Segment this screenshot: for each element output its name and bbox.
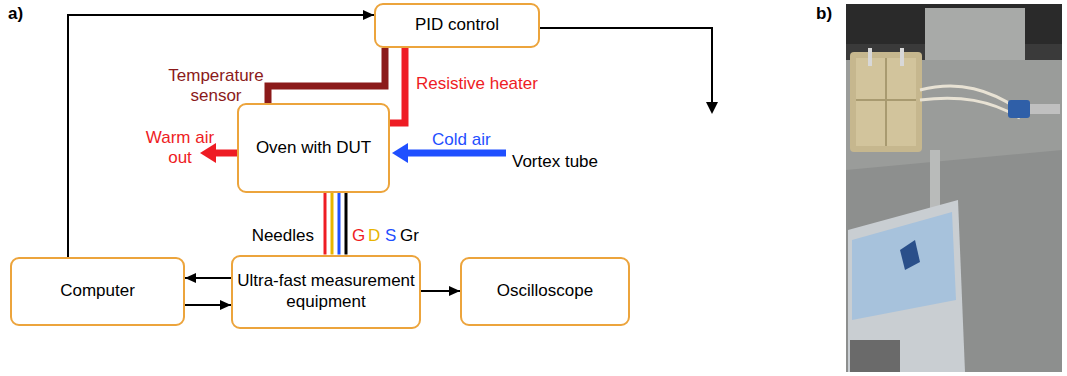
warm-air-arrow	[214, 150, 237, 157]
gadget-star	[900, 240, 920, 270]
probe-label: Needles	[222, 226, 314, 246]
valve	[1008, 100, 1030, 118]
gadget-label	[852, 212, 956, 320]
process-box: PID control	[374, 3, 540, 48]
process-box: Ultra-fast measurement equipment	[231, 255, 421, 329]
box-text: PID control	[411, 15, 503, 35]
connector	[390, 48, 405, 123]
box-text: Oscilloscope	[493, 281, 597, 301]
connector-block	[850, 340, 900, 372]
probe-post	[900, 48, 904, 66]
lid-seam	[885, 58, 887, 146]
connector	[345, 193, 348, 255]
connector	[185, 277, 231, 279]
lid-seam	[856, 99, 916, 101]
pin-name: D	[368, 226, 380, 246]
box-text: Computer	[56, 281, 139, 301]
panel-label: a)	[8, 4, 23, 24]
connector	[421, 290, 460, 292]
device-label: Vortex tube	[512, 152, 598, 172]
control-wire	[540, 28, 712, 104]
process-box: Oven with DUT	[237, 103, 390, 193]
gadget-box	[848, 200, 965, 372]
air-label: Cold air	[432, 130, 491, 150]
oven-lid	[856, 58, 916, 146]
connector	[185, 304, 231, 306]
pin-name: Gr	[400, 226, 419, 246]
process-box: Computer	[10, 257, 185, 326]
process-box: Oscilloscope	[460, 257, 630, 326]
fitting	[1030, 104, 1060, 114]
pin-name: S	[385, 226, 396, 246]
box-text: Oven with DUT	[252, 138, 375, 158]
panel-label: b)	[816, 4, 832, 24]
probe-post	[868, 48, 872, 66]
arrow-head	[706, 102, 718, 114]
cable	[920, 98, 1020, 118]
photo-background	[846, 4, 1062, 372]
box-text: Ultra-fast measurement equipment	[233, 271, 419, 312]
connector-label: Resistive heater	[416, 74, 538, 94]
pin-name: G	[352, 226, 365, 246]
connector-label: Temperature sensor	[168, 66, 264, 107]
connector	[331, 193, 334, 255]
cold-air-arrow	[406, 150, 506, 157]
connector	[324, 193, 327, 255]
connector	[268, 48, 385, 103]
oven-block	[850, 52, 922, 152]
air-label: Warm air out	[134, 128, 226, 169]
arrow-head	[392, 143, 408, 163]
connector	[338, 193, 341, 255]
